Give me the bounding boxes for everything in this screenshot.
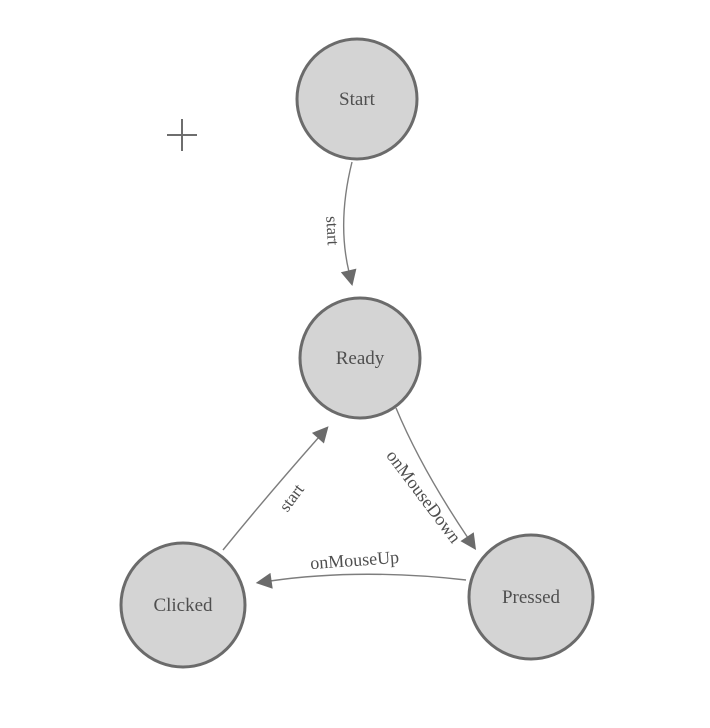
crosshair-plus-icon	[167, 119, 197, 151]
node-ready[interactable]: Ready	[298, 296, 422, 420]
edge-pressed-to-clicked[interactable]	[255, 572, 467, 589]
node-start-circle[interactable]	[295, 37, 419, 161]
edge-label-ready-to-pressed: onMouseDown	[382, 446, 465, 547]
node-clicked[interactable]: Clicked	[119, 541, 247, 669]
node-pressed-circle[interactable]	[467, 533, 595, 661]
nodes-layer: Start Ready Clicked Pressed	[119, 37, 595, 669]
edge-label-pressed-to-clicked: onMouseUp	[309, 547, 399, 573]
node-ready-circle[interactable]	[298, 296, 422, 420]
edge-label-start-to-ready: start	[322, 216, 343, 246]
edge-clicked-to-ready[interactable]	[222, 426, 329, 551]
node-clicked-circle[interactable]	[119, 541, 247, 669]
node-pressed[interactable]: Pressed	[467, 533, 595, 661]
edge-start-to-ready[interactable]	[340, 161, 357, 287]
node-start[interactable]: Start	[295, 37, 419, 161]
edge-label-clicked-to-ready: start	[275, 480, 308, 515]
edge-ready-to-pressed[interactable]	[395, 407, 477, 550]
